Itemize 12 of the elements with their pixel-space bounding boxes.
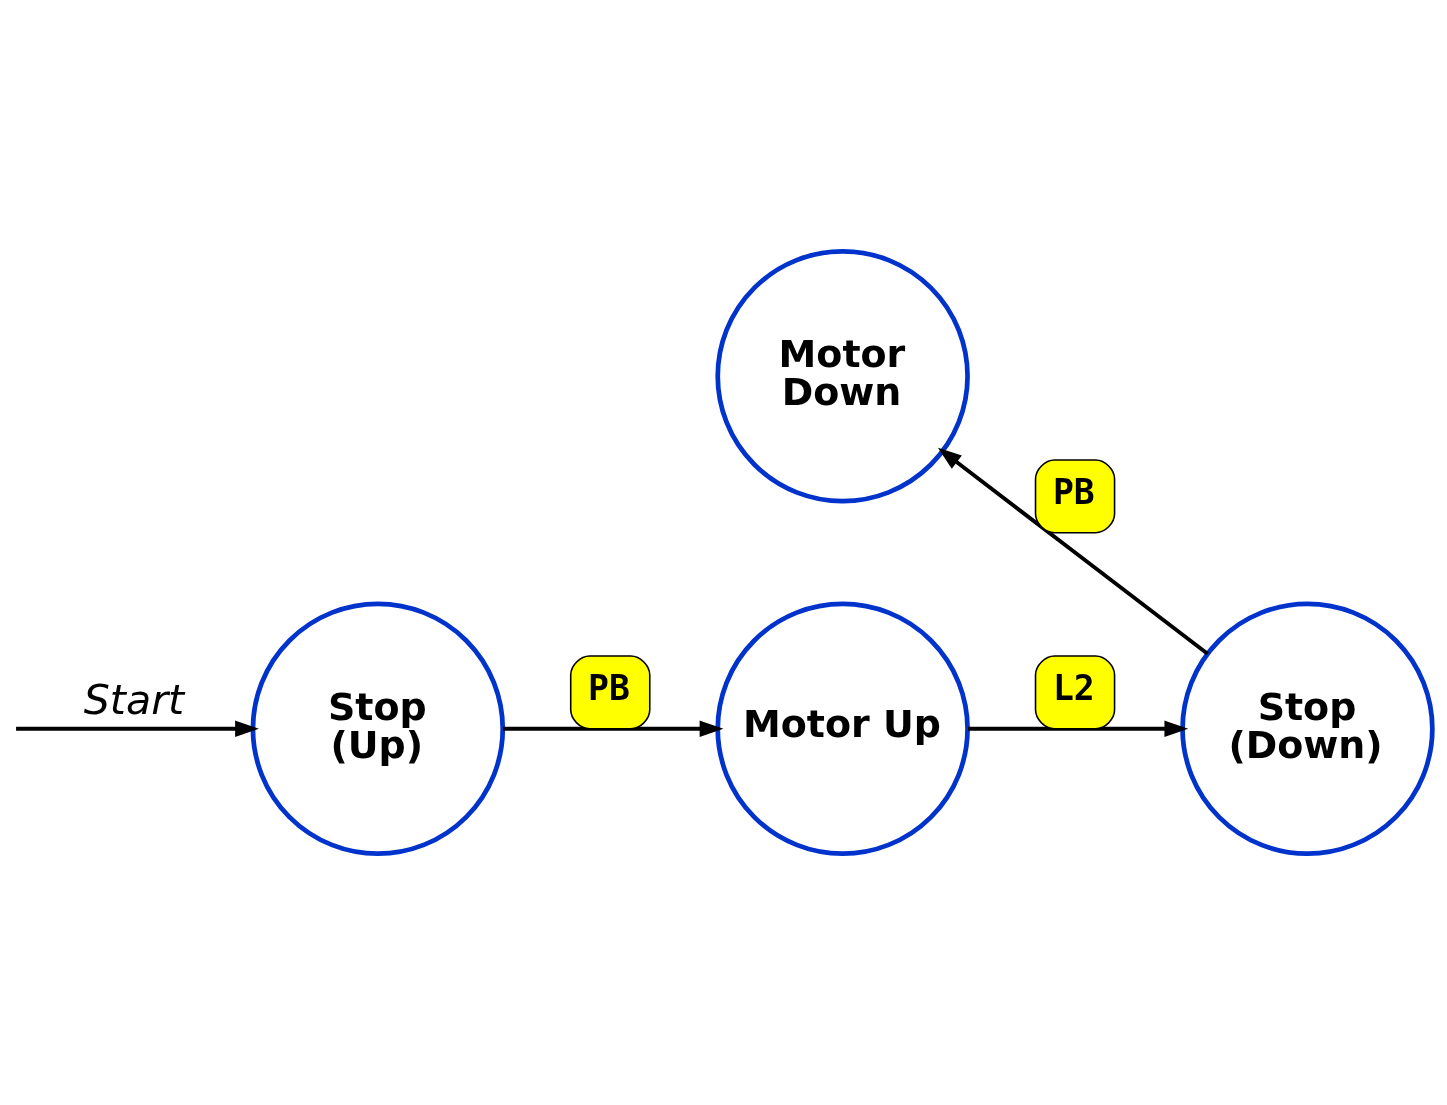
arrow [503,720,724,738]
arrow [967,720,1189,738]
node-circle: Stop (Down) [1180,601,1435,857]
node-circle: Stop (Up) [250,601,506,857]
edge-label: PB [588,667,630,708]
edge-label: PB [1052,471,1095,512]
edge-label: L2 [1052,667,1095,708]
arrow [937,447,1209,656]
arrow [16,720,259,738]
node-circle: Motor Down [715,248,970,504]
edge-label: Start [83,676,185,725]
node-circle: Motor Up [715,601,970,857]
